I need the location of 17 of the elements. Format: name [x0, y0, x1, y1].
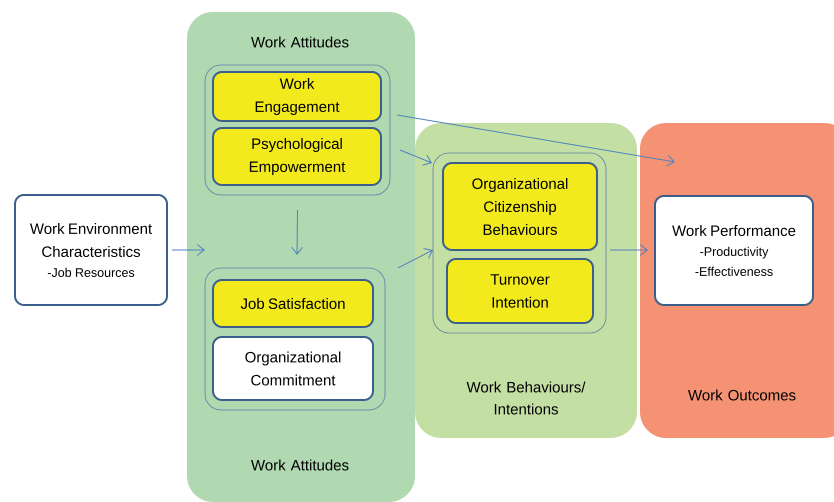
- text-box: Work Engagement: [212, 71, 382, 122]
- arrow: [610, 244, 648, 256]
- group-box: [204, 64, 390, 196]
- text-box: Organizational Commitment: [212, 336, 374, 401]
- text-box: Work Environment Characteristics -Job Resources: [14, 194, 168, 306]
- arrow: [172, 244, 205, 256]
- text-box: Turnover Intention: [446, 258, 594, 324]
- text-box: Psychological Empowerment: [212, 126, 382, 186]
- arrow: [291, 209, 304, 255]
- arrow: [398, 248, 433, 268]
- text-box: Work Performance -Productivity -Effectiveness: [654, 194, 814, 306]
- text-box: Job Satisfaction: [212, 278, 374, 328]
- text-box: Organizational Citizenship Behaviours: [442, 162, 598, 251]
- group-box: [204, 268, 386, 410]
- arrow: [400, 149, 432, 166]
- arrow: [396, 114, 675, 167]
- group-box: [432, 152, 606, 334]
